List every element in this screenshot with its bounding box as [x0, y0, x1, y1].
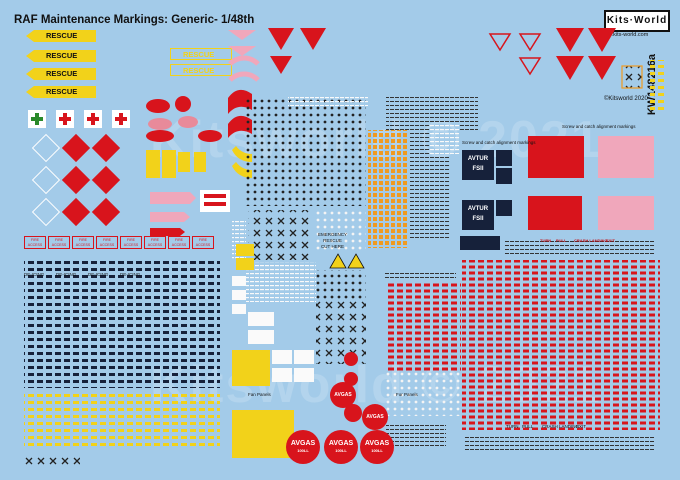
avgas-roundel: AVGAS [362, 404, 388, 430]
dark-panel-square [496, 200, 512, 216]
rescue-arrow: RESCUE [26, 50, 96, 62]
avgas-dot [344, 352, 358, 366]
crash-landing-label: CRASH LANDING [574, 238, 608, 243]
de-icing-label: DE-ICING [24, 272, 45, 277]
rescue-arrow: RESCUE [26, 68, 96, 80]
first-aid-icon [28, 110, 46, 128]
first-aid-icon [84, 110, 102, 128]
turn-label: TURN [540, 238, 552, 243]
brand-url: www.kits-world.com [600, 32, 649, 38]
turn-label: TURN [506, 424, 519, 429]
rescue-arrow-outline: RESCUE [170, 64, 232, 76]
crash-landing-label: CRASH LANDING [542, 424, 580, 429]
sheet-title: RAF Maintenance Markings: Generic- 1/48t… [14, 14, 255, 26]
de-icing-label: DE-ICING [120, 272, 141, 277]
exit-label: EXIT [606, 238, 615, 243]
rescue-arrow: RESCUE [26, 86, 96, 98]
dark-panel-square [496, 150, 512, 166]
copyright-text: ©Kitsworld 2020 [604, 96, 648, 102]
for-panels-caption: For Panels [396, 392, 418, 397]
dark-panel-square [496, 168, 512, 184]
alignment-caption-left: Screw and catch alignment markings [462, 140, 536, 145]
dark-panel-strip [460, 236, 500, 250]
first-aid-icon [112, 110, 130, 128]
brand-logo: Kits·World [604, 10, 670, 32]
de-icing-label: DE-ICING [88, 272, 109, 277]
alignment-caption-right: Screw and catch alignment markings [562, 124, 636, 129]
pull-label: PULL [522, 424, 534, 429]
first-aid-icon [56, 110, 74, 128]
rescue-arrow: RESCUE [26, 30, 96, 42]
avgas-roundel: AVGAS [330, 382, 356, 408]
pull-label: PULL [556, 238, 567, 243]
de-icing-label: DE-ICING [56, 272, 77, 277]
fan-panels-caption: Fan Panels [248, 392, 271, 397]
rescue-arrow-outline: RESCUE [170, 48, 232, 60]
exit-label: EXIT [576, 424, 587, 429]
avgas-dot [344, 404, 362, 422]
